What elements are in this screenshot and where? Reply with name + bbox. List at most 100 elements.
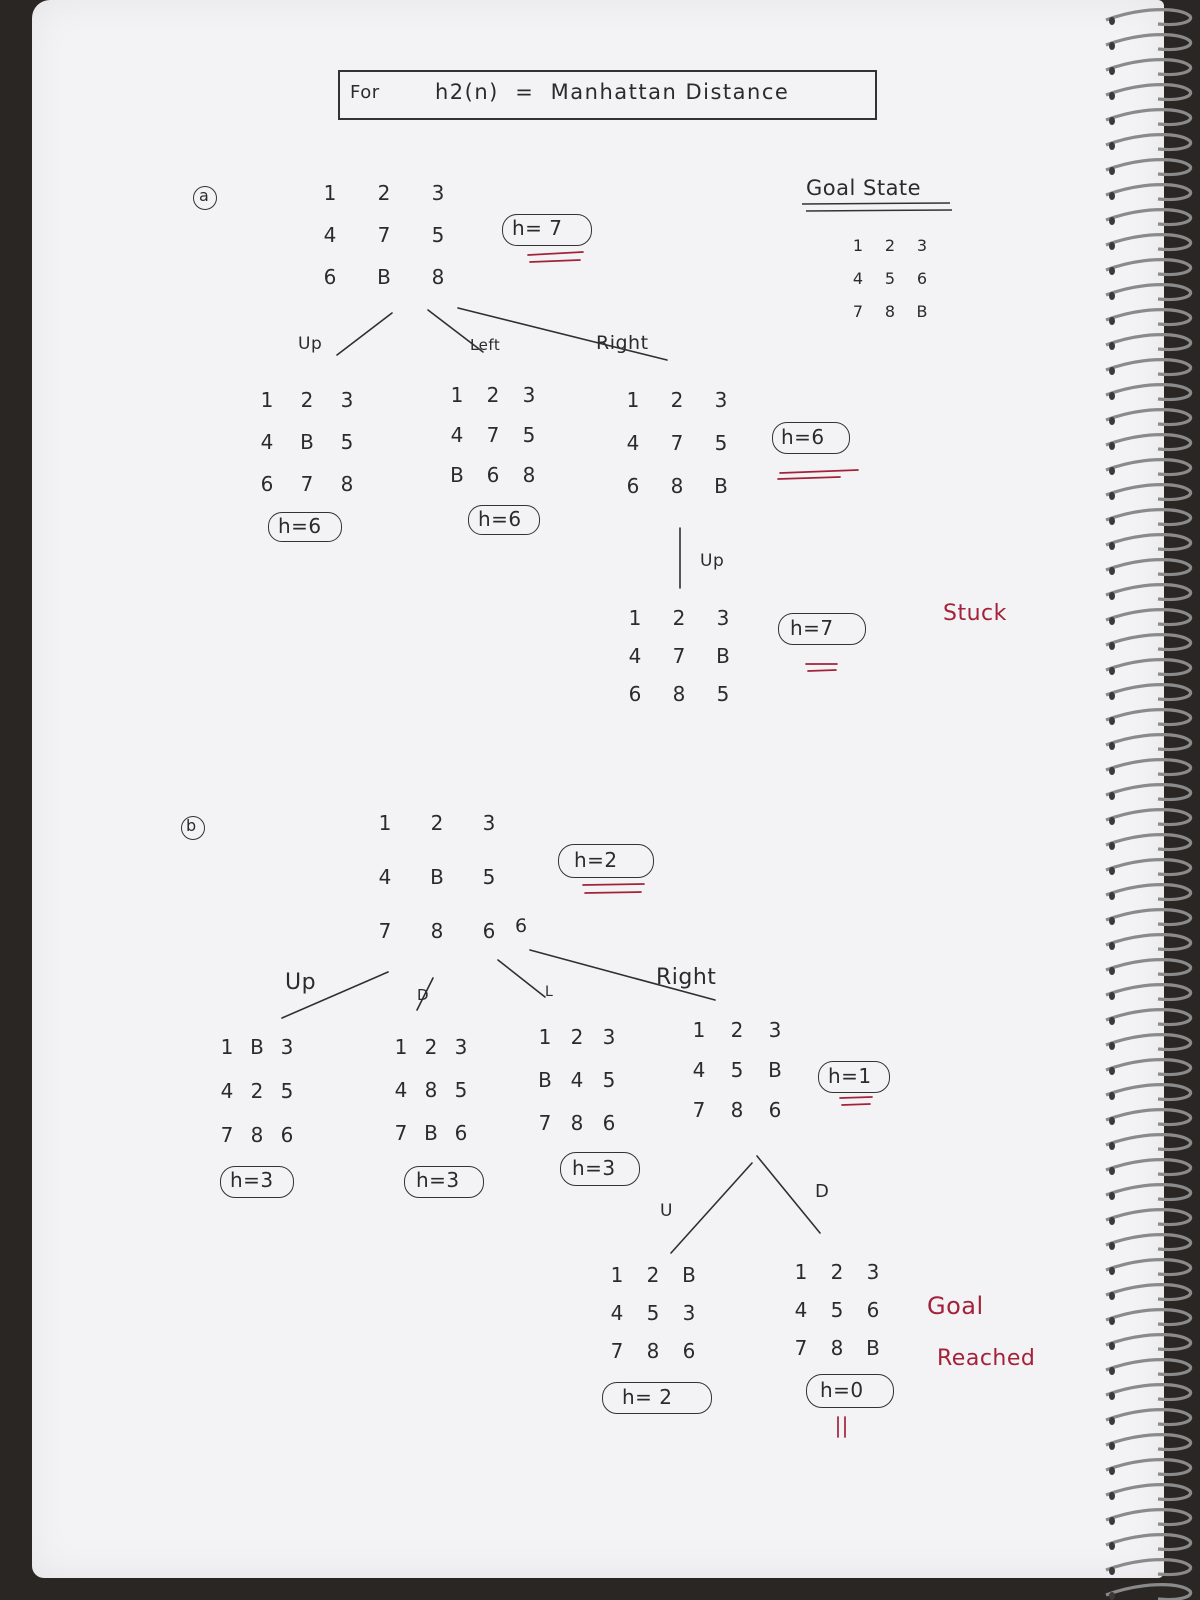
- a-root-h-badge: [502, 214, 592, 246]
- binding-hole: [1109, 417, 1115, 425]
- puzzle-tile: 1: [628, 606, 642, 630]
- binding-hole: [1109, 1167, 1115, 1175]
- b-edge-line-left: [497, 959, 546, 998]
- puzzle-tile: 2: [424, 1035, 438, 1059]
- binding-hole: [1109, 617, 1115, 625]
- puzzle-tile: 5: [522, 423, 536, 447]
- binding-hole: [1109, 1117, 1115, 1125]
- spiral-ring: [1105, 1158, 1193, 1177]
- spiral-ring: [1105, 183, 1193, 202]
- binding-hole: [1109, 742, 1115, 750]
- part-a-label: a: [199, 186, 209, 205]
- puzzle-tile: 3: [482, 811, 496, 835]
- puzzle-tile: 2: [250, 1079, 264, 1103]
- binding-hole: [1109, 1017, 1115, 1025]
- puzzle-tile: 8: [884, 302, 896, 321]
- binding-hole: [1109, 992, 1115, 1000]
- puzzle-tile: 5: [431, 223, 445, 247]
- puzzle-tile: 1: [794, 1260, 808, 1284]
- puzzle-tile: 2: [730, 1018, 744, 1042]
- binding-hole: [1109, 817, 1115, 825]
- spiral-ring: [1105, 1258, 1193, 1277]
- puzzle-tile: 8: [670, 474, 684, 498]
- b-child-left-h-badge: [560, 1152, 640, 1186]
- puzzle-tile: 6: [454, 1121, 468, 1145]
- binding-hole: [1109, 117, 1115, 125]
- puzzle-tile: 1: [626, 388, 640, 412]
- puzzle-tile: 7: [300, 472, 314, 496]
- puzzle-tile: 4: [610, 1301, 624, 1325]
- binding-hole: [1109, 1242, 1115, 1250]
- binding-hole: [1109, 467, 1115, 475]
- binding-hole: [1109, 92, 1115, 100]
- binding-hole: [1109, 1317, 1115, 1325]
- puzzle-tile: 6: [866, 1298, 880, 1322]
- puzzle-tile: B: [768, 1058, 782, 1082]
- puzzle-tile: 8: [424, 1078, 438, 1102]
- puzzle-tile: 2: [300, 388, 314, 412]
- puzzle-tile: 7: [852, 302, 864, 321]
- spiral-ring: [1105, 358, 1193, 377]
- puzzle-tile: 4: [794, 1298, 808, 1322]
- binding-hole: [1109, 517, 1115, 525]
- spiral-ring: [1105, 1583, 1193, 1600]
- binding-hole: [1109, 292, 1115, 300]
- a-child-right-h: h=6: [781, 425, 825, 449]
- b-edge-left: L: [545, 984, 554, 1000]
- puzzle-tile: 4: [852, 269, 864, 288]
- spiral-ring: [1105, 758, 1193, 777]
- a-child-up-h-badge: [268, 512, 342, 542]
- spiral-ring: [1105, 458, 1193, 477]
- binding-hole: [1109, 942, 1115, 950]
- binding-hole: [1109, 217, 1115, 225]
- puzzle-tile: 6: [482, 919, 496, 943]
- spiral-ring: [1105, 83, 1193, 102]
- spiral-ring: [1105, 933, 1193, 952]
- a-grandchild-h-badge: [778, 613, 866, 645]
- puzzle-tile: 7: [610, 1339, 624, 1363]
- puzzle-tile: 4: [323, 223, 337, 247]
- binding-hole: [1109, 792, 1115, 800]
- spiral-ring: [1105, 908, 1193, 927]
- spiral-ring: [1105, 683, 1193, 702]
- b-edge-line-down: [416, 977, 434, 1011]
- spiral-ring: [1105, 533, 1193, 552]
- binding-hole: [1109, 192, 1115, 200]
- puzzle-tile: 1: [260, 388, 274, 412]
- puzzle-tile: 5: [646, 1301, 660, 1325]
- b-reached-label: Reached: [937, 1346, 1036, 1371]
- part-b-marker: [181, 816, 205, 840]
- spiral-ring: [1105, 733, 1193, 752]
- puzzle-tile: 2: [570, 1025, 584, 1049]
- spiral-ring: [1105, 1408, 1193, 1427]
- puzzle-tile: 2: [646, 1263, 660, 1287]
- binding-hole: [1109, 567, 1115, 575]
- spiral-ring: [1105, 33, 1193, 52]
- b-child-right-h-underline: [839, 1096, 873, 1099]
- puzzle-tile: 3: [768, 1018, 782, 1042]
- spiral-ring: [1105, 1058, 1193, 1077]
- b-edge-up: Up: [285, 970, 317, 995]
- a-edge-line-up: [336, 312, 393, 356]
- binding-hole: [1109, 1092, 1115, 1100]
- puzzle-tile: 8: [570, 1111, 584, 1135]
- part-a-marker: [193, 186, 217, 210]
- puzzle-tile: 7: [538, 1111, 552, 1135]
- a-root-h: h= 7: [512, 216, 563, 240]
- a-child-left-h: h=6: [478, 507, 522, 531]
- puzzle-tile: 8: [340, 472, 354, 496]
- spiral-ring: [1105, 858, 1193, 877]
- puzzle-tile: 4: [692, 1058, 706, 1082]
- puzzle-tile: 5: [602, 1068, 616, 1092]
- puzzle-tile: 5: [454, 1078, 468, 1102]
- b-edge-line-up: [281, 971, 389, 1019]
- puzzle-tile: 6: [626, 474, 640, 498]
- puzzle-tile: 3: [866, 1260, 880, 1284]
- puzzle-tile: 7: [220, 1123, 234, 1147]
- puzzle-tile: 1: [220, 1035, 234, 1059]
- binding-hole: [1109, 1217, 1115, 1225]
- puzzle-tile: 7: [794, 1336, 808, 1360]
- binding-hole: [1109, 67, 1115, 75]
- puzzle-tile: 1: [692, 1018, 706, 1042]
